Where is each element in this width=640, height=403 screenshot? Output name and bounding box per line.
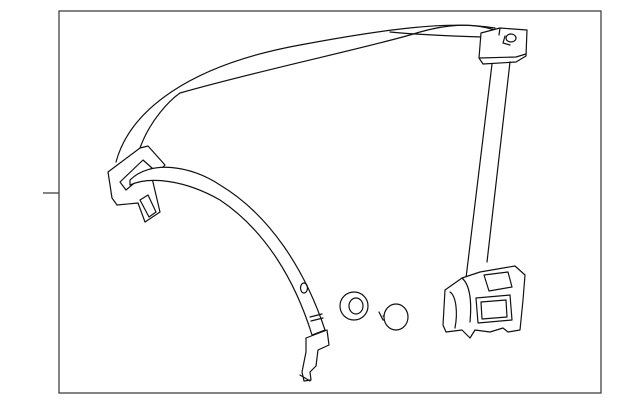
grommet [339, 291, 369, 321]
shoulder-belt [115, 24, 496, 163]
retractor [442, 265, 526, 339]
latch-tongue [107, 145, 166, 223]
upper-guide [478, 27, 528, 65]
vertical-webbing [465, 61, 511, 279]
lap-belt [129, 166, 330, 382]
push-pin-clip [378, 303, 409, 331]
diagram-frame [58, 10, 602, 394]
